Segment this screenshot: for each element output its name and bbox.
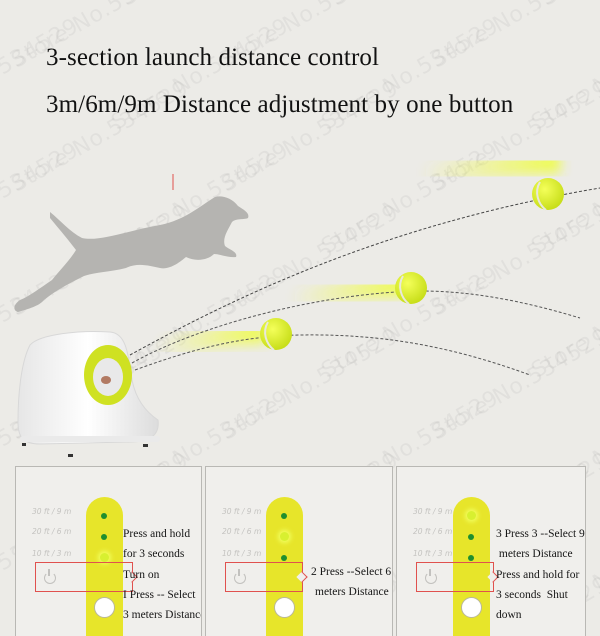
- power-button[interactable]: [274, 597, 295, 618]
- callout-highlight: [225, 562, 303, 592]
- headline-launch-control: 3-section launch distance control: [46, 44, 380, 71]
- watermark-text: Store No.534529: [537, 0, 600, 11]
- instruction-panels: 30 ft / 9 m 20 ft / 6 m 10 ft / 3 m Pres…: [0, 462, 600, 636]
- led-3m: [468, 555, 474, 561]
- launcher-scene-illustration: [0, 150, 600, 460]
- led-3m-active: [100, 553, 109, 562]
- power-icon: [234, 569, 246, 584]
- power-icon: [425, 569, 437, 584]
- power-icon: [44, 569, 56, 584]
- watermark-text: Store No.534529: [527, 14, 600, 136]
- label-9m: 30 ft / 9 m: [413, 507, 453, 516]
- callout-highlight: [35, 562, 133, 592]
- control-strip: [453, 497, 490, 636]
- label-9m: 30 ft / 9 m: [32, 507, 72, 516]
- step-2-description: 2 Press --Select 6 meters Distance: [311, 566, 392, 599]
- trajectory-9m: [129, 187, 600, 356]
- tennis-ball-3m: [260, 318, 292, 351]
- headline-distance-adjustment: 3m/6m/9m Distance adjustment by one butt…: [46, 91, 514, 118]
- led-9m: [101, 513, 107, 519]
- trajectory-6m: [131, 290, 581, 364]
- callout-highlight: [416, 562, 494, 592]
- instruction-panel-step-3: 30 ft / 9 m 20 ft / 6 m 10 ft / 3 m 3 Pr…: [396, 466, 586, 636]
- label-6m: 20 ft / 6 m: [32, 527, 72, 536]
- dog-silhouette: [14, 196, 249, 312]
- instruction-panel-step-1: 30 ft / 9 m 20 ft / 6 m 10 ft / 3 m Pres…: [15, 466, 202, 636]
- led-6m: [101, 534, 107, 540]
- ball-launcher-device: [17, 331, 160, 457]
- power-button[interactable]: [94, 597, 115, 618]
- led-9m-active: [467, 511, 476, 520]
- led-3m: [281, 555, 287, 561]
- step-3-description: 3 Press 3 --Select 9 meters Distance Pre…: [496, 528, 585, 622]
- label-6m: 20 ft / 6 m: [222, 527, 262, 536]
- label-3m: 10 ft / 3 m: [222, 549, 262, 558]
- tennis-ball-6m: [395, 272, 427, 305]
- led-6m-active: [280, 532, 289, 541]
- label-3m: 10 ft / 3 m: [32, 549, 72, 558]
- tennis-ball-9m: [532, 178, 564, 211]
- control-strip: [266, 497, 303, 636]
- label-9m: 30 ft / 9 m: [222, 507, 262, 516]
- led-9m: [281, 513, 287, 519]
- watermark-text: Store No.534529: [0, 0, 93, 11]
- power-button[interactable]: [461, 597, 482, 618]
- label-6m: 20 ft / 6 m: [413, 527, 453, 536]
- watermark-text: Store No.534529: [117, 0, 303, 11]
- trajectory-3m: [134, 334, 531, 376]
- control-strip: [86, 497, 123, 636]
- led-6m: [468, 534, 474, 540]
- watermark-text: Store No.534529: [327, 0, 513, 11]
- watermark-text: Store No.534529: [427, 0, 600, 73]
- label-3m: 10 ft / 3 m: [413, 549, 453, 558]
- step-1-description: Press and hold for 3 seconds Turn on I P…: [123, 528, 202, 622]
- instruction-panel-step-2: 30 ft / 9 m 20 ft / 6 m 10 ft / 3 m 2 Pr…: [205, 466, 393, 636]
